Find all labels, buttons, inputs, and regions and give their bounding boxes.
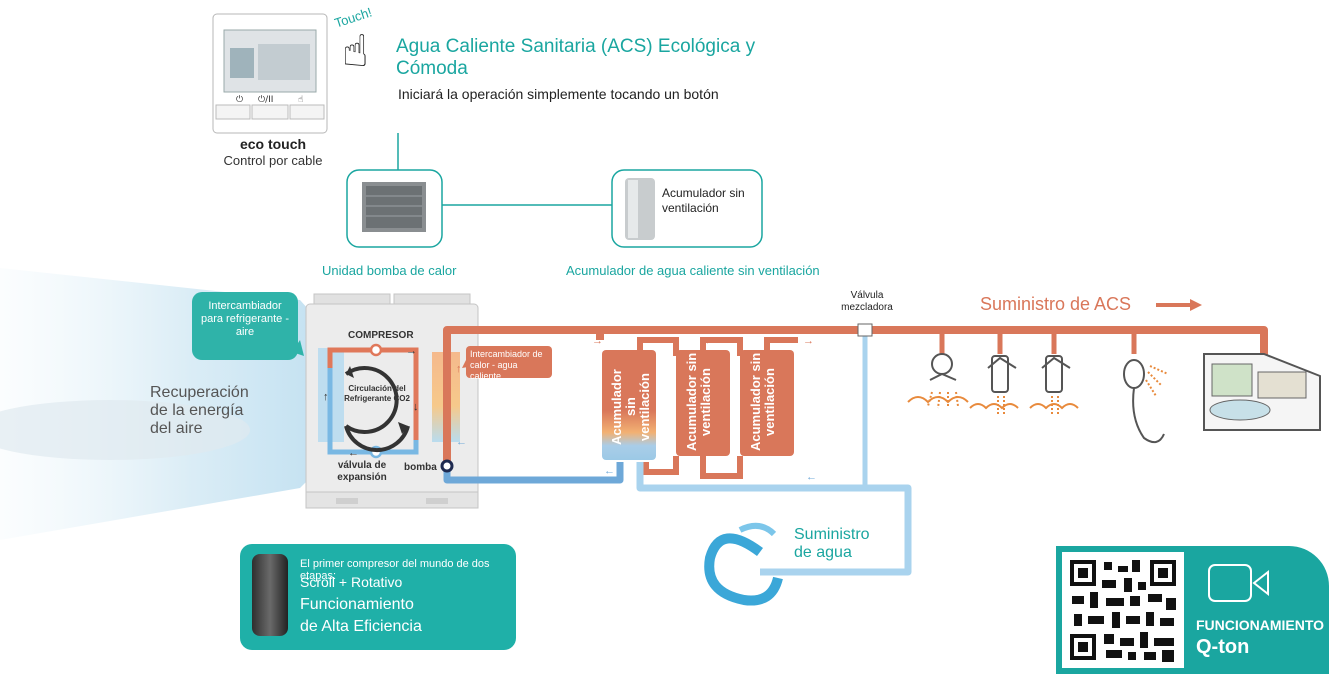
hot-water-pipe [443,326,1268,470]
svg-text:←: ← [456,436,467,448]
controller-name: eco touch [239,136,307,152]
bathroom-icon [1203,353,1321,431]
tank-3 [740,350,794,456]
svg-text:←: ← [806,471,817,483]
tank-link-3 [764,337,798,352]
svg-text:→: → [406,345,417,357]
cold-supply-pipe [636,462,912,576]
air-recovery-label: Recuperación de la energía del aire [150,384,249,437]
water-exchanger-label: Intercambiador de calor - agua caliente [470,349,543,381]
compressor-info-line4: de Alta Eficiencia [300,618,422,635]
compressor-info-line3: Funcionamiento [300,596,414,613]
compressor-info-box: El primer compresor del mundo de dos eta… [240,544,516,650]
shower-head-icon [907,353,969,409]
pump-label: bomba [404,462,437,473]
mixing-valve [857,323,873,337]
tank-1 [602,350,656,460]
hand-touch-icon: ☝ [342,26,369,77]
svg-text:←: ← [604,465,615,477]
hand-shower-icon [1123,359,1169,444]
air-exchanger-callout [192,292,298,360]
video-icon[interactable] [1208,564,1270,602]
water-swirl-icon [704,522,783,606]
expansion-valve-label: válvula de expansión [337,460,387,483]
mixing-valve-label: Válvula mezcladora [841,290,893,313]
svg-text:⏻: ⏻ [236,94,243,105]
page-title-line1: Agua Caliente Sanitaria (ACS) Ecológica … [396,36,756,57]
page-subtitle: Iniciará la operación simplemente tocand… [398,86,719,102]
compressor-label: COMPRESOR [348,330,414,341]
remote-controller: ⏻ ⏻/II ☝ [212,13,328,134]
tank-link-2 [700,337,743,356]
faucet-icon-2 [1029,355,1079,414]
water-exchanger-callout [466,346,552,378]
qr-code-pattern [1070,560,1176,662]
tank-3-label: Acumulador sin ventilación [748,352,777,452]
svg-text:←: ← [772,567,783,579]
water-supply-label: Suministro de agua [794,526,870,561]
tank-2-label: Acumulador sin ventilación [684,352,713,452]
svg-text:→: → [803,335,814,347]
svg-text:←: ← [348,447,359,459]
qr-code[interactable] [1062,552,1184,668]
qr-video-card[interactable]: FUNCIONAMIENTO Q-ton [1056,546,1329,674]
tank-caption: Acumulador de agua caliente sin ventilac… [566,263,820,278]
cold-water-pipe [443,462,624,484]
svg-text:↑: ↑ [456,363,462,375]
refrigerant-cycle-label: Circulación del Refrigerante CO2 [344,384,410,403]
air-cloud [0,400,250,460]
svg-text:↑: ↑ [323,391,329,403]
compressor-info-line2: Scroll + Rotativo [300,574,403,590]
svg-text:↓: ↓ [413,401,419,413]
pump-symbol [440,459,454,473]
compressor-info-line1: El primer compresor del mundo de dos eta… [300,558,490,582]
svg-text:→: → [700,335,711,347]
tank-box-label: Acumulador sin ventilación [662,186,745,215]
qr-card-label1: FUNCIONAMIENTO [1196,617,1325,633]
air-exchanger-label: Intercambiador para refrigerante - aire [200,300,290,338]
video-camera-icon [1208,564,1269,602]
svg-text:→: → [592,335,603,347]
faucet-icon-1 [969,355,1019,414]
heat-pump-label: Unidad bomba de calor [322,263,457,278]
svg-text:☝: ☝ [298,95,303,105]
tank-link-1 [637,337,679,356]
compressor-illustration [252,554,288,636]
page-title-line2: Cómoda [396,58,468,79]
tank-1-label: Acumulador sin ventilación [609,369,652,445]
qr-card-label2: Q-ton [1196,636,1250,658]
tank-2 [676,350,730,456]
supply-acs-label: Suministro de ACS [980,294,1132,314]
svg-text:⏻/II: ⏻/II [258,94,273,105]
controller-subtitle: Control por cable [223,153,323,168]
